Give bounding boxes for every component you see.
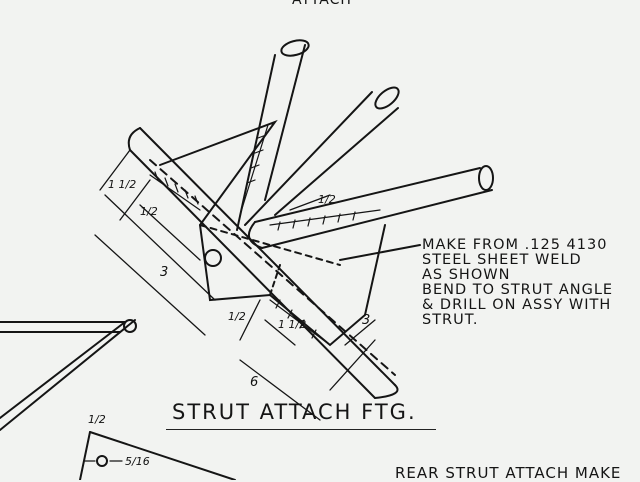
- fabrication-note: MAKE FROM .125 4130 STEEL SHEET WELD AS …: [422, 238, 613, 328]
- main-tube: [127, 127, 399, 399]
- bottom-cut-text: REAR STRUT ATTACH MAKE: [395, 464, 622, 482]
- dim-label: 1 1/2: [108, 178, 137, 191]
- title-underline: [166, 429, 436, 430]
- dim-label: 1/2: [228, 310, 246, 323]
- gusset-plate: [149, 119, 421, 376]
- note-line: AS SHOWN: [422, 267, 511, 283]
- upper-tube-1: [236, 39, 310, 231]
- dimension-lines: [94, 149, 376, 421]
- note-line: MAKE FROM .125 4130: [422, 237, 608, 253]
- dim-label: 3: [362, 313, 371, 328]
- dim-label: 6: [250, 375, 259, 390]
- dim-label: 1/2: [88, 413, 106, 426]
- lower-subdrawing: [79, 431, 236, 480]
- note-line: STEEL SHEET WELD: [422, 252, 582, 268]
- upper-tube-2: [244, 86, 400, 226]
- note-line: BEND TO STRUT ANGLE: [422, 282, 614, 298]
- dim-label: 1/2: [318, 193, 336, 206]
- top-cut-text: ATTACH: [292, 0, 352, 8]
- upper-tube-3: [247, 165, 494, 249]
- side-linkage: [0, 319, 137, 431]
- dim-label: 1 1/2: [278, 318, 307, 331]
- dim-label: 3: [160, 265, 169, 280]
- dim-label: 5/16: [125, 455, 150, 468]
- note-line: & DRILL ON ASSY WITH: [422, 297, 612, 313]
- note-line: STRUT.: [422, 312, 479, 328]
- drawing-title: STRUT ATTACH FTG.: [172, 400, 417, 424]
- dim-label: 1/2: [140, 205, 158, 218]
- weld-hatching: [149, 124, 381, 346]
